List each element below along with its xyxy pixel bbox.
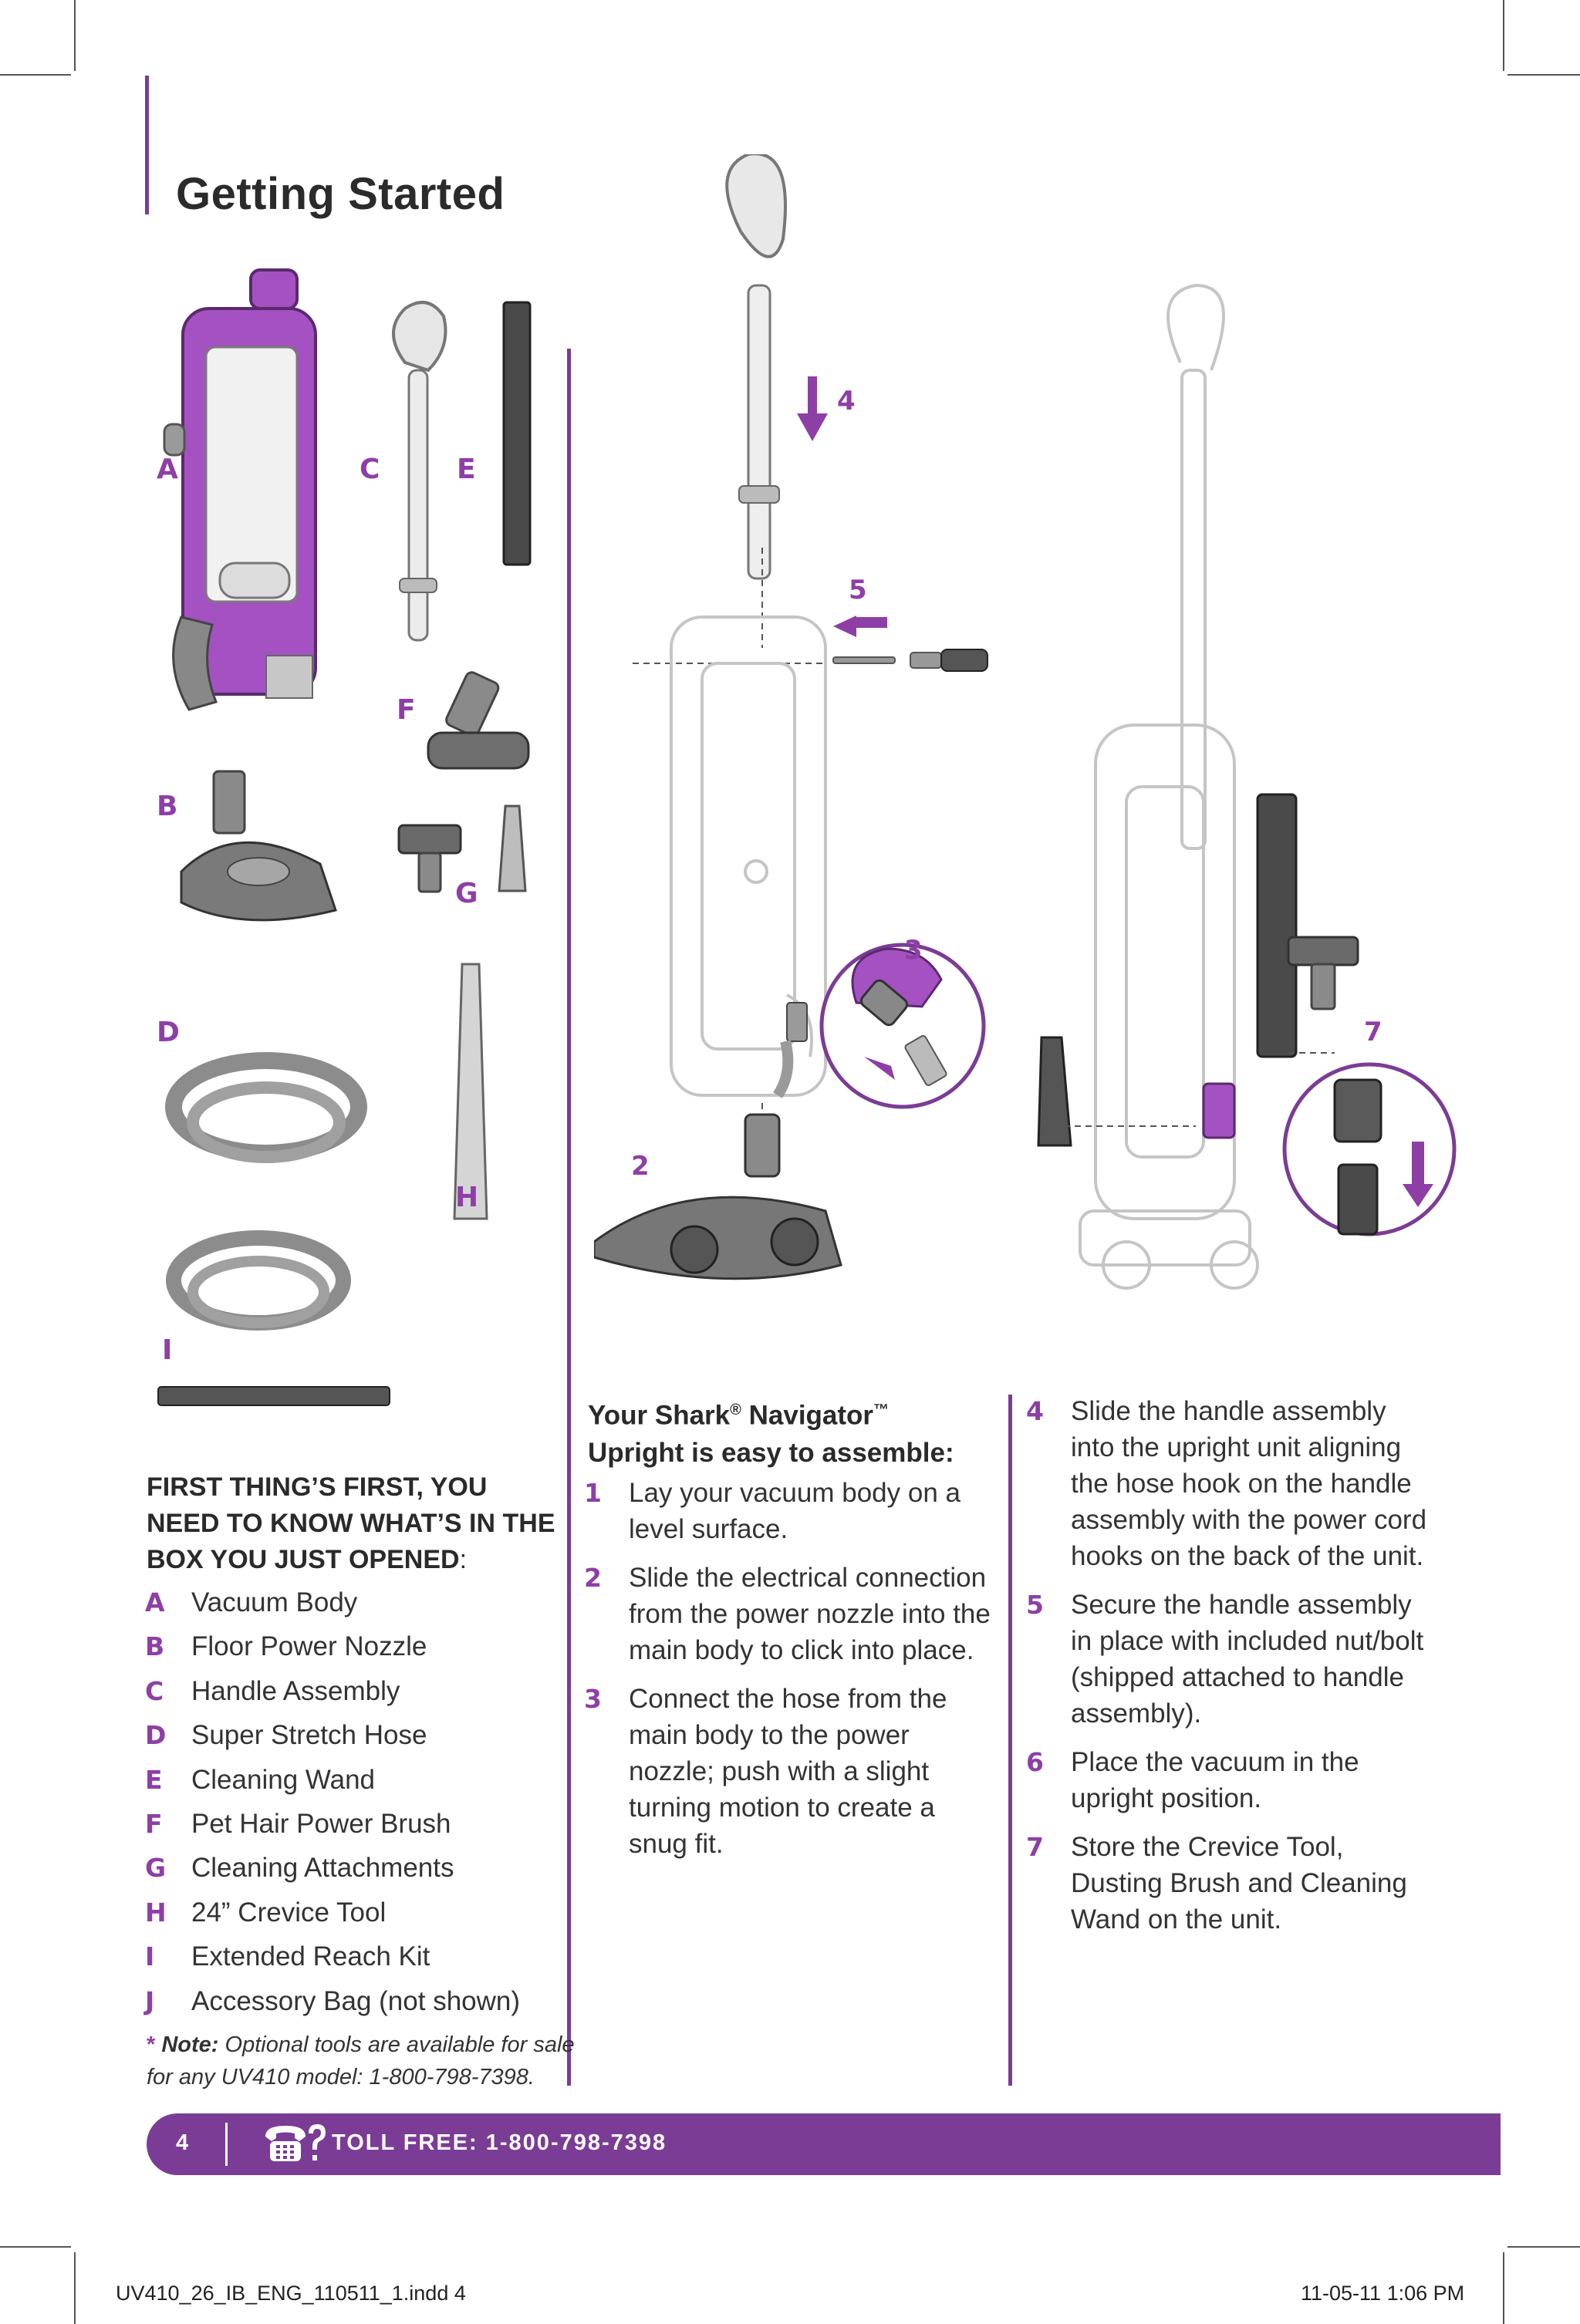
- arrow-left-icon: [833, 609, 887, 637]
- part-label-a: A: [157, 454, 178, 485]
- arrow-down-icon: [797, 376, 828, 441]
- crevice-tool-illustration: [1037, 1036, 1072, 1147]
- parts-illustration: [157, 268, 532, 1406]
- dusting-brush-illustration: [1287, 936, 1359, 1010]
- assembly-label-5: 5: [849, 575, 867, 605]
- part-label-c: C: [360, 454, 380, 485]
- upright-vacuum-outline: [1079, 283, 1259, 1290]
- cleaning-wand-illustration: [502, 301, 532, 566]
- column-divider: [567, 349, 571, 2086]
- phone-help-icon: [265, 2124, 326, 2161]
- part-label-b: B: [157, 791, 178, 822]
- crop-mark: [1507, 2246, 1580, 2248]
- assembly-label-7: 7: [1364, 1017, 1382, 1047]
- extended-reach-kit-illustration: [157, 1230, 390, 1406]
- assembly-label-2: 2: [631, 1151, 650, 1182]
- assembly-illustration: [594, 154, 1457, 1290]
- handle-assembly-illustration: [392, 301, 447, 642]
- box-contents-heading: FIRST THING’S FIRST, YOU NEED TO KNOW WH…: [147, 1472, 555, 1574]
- part-label-f: F: [397, 694, 416, 726]
- callout-step-3: [819, 943, 986, 1109]
- page-number: 4: [176, 2130, 189, 2155]
- toll-free-number: TOLL FREE: 1-800-798-7398: [332, 2130, 667, 2155]
- cleaning-attachments-illustration: [397, 804, 527, 893]
- crop-mark: [1503, 0, 1504, 71]
- super-stretch-hose-illustration: [165, 1052, 367, 1163]
- handle-assembly-illustration: [725, 154, 787, 580]
- crevice-tool-illustration: [453, 963, 488, 1220]
- file-slug: UV410_26_IB_ENG_110511_1.indd 4: [116, 2282, 466, 2305]
- vacuum-body-outline: [670, 616, 827, 1097]
- callout-step-7: [1282, 1062, 1457, 1236]
- assembly-label-4: 4: [837, 386, 856, 417]
- part-label-i: I: [162, 1334, 173, 1366]
- footer-divider: [225, 2123, 228, 2166]
- assembly-intro: Your Shark® Navigator™ Upright is easy t…: [588, 1400, 954, 1468]
- vacuum-body-illustration: [163, 268, 317, 711]
- hose-connector-illustration: [773, 1002, 808, 1098]
- part-label-h: H: [455, 1182, 479, 1213]
- part-label-d: D: [157, 1017, 180, 1048]
- footer-bar: [147, 2113, 1501, 2175]
- part-label-e: E: [457, 454, 476, 485]
- floor-nozzle-illustration: [594, 1113, 842, 1280]
- column-divider: [1008, 1395, 1012, 2086]
- crop-mark: [0, 2246, 71, 2248]
- crop-mark: [74, 0, 76, 71]
- crop-mark: [74, 2252, 76, 2324]
- crop-mark: [1507, 74, 1580, 76]
- optional-tools-note: * Note: Optional tools are available for…: [147, 2032, 575, 2090]
- part-label-g: G: [455, 878, 478, 909]
- title-accent-bar: [145, 76, 149, 214]
- assembly-label-3: 3: [904, 935, 923, 966]
- date-slug: 11-05-11 1:06 PM: [1301, 2282, 1465, 2305]
- floor-nozzle-illustration: [180, 770, 337, 922]
- pet-hair-brush-illustration: [427, 671, 530, 770]
- cleaning-wand-illustration: [1256, 793, 1298, 1058]
- crop-mark: [0, 74, 71, 76]
- page-title: Getting Started: [176, 169, 505, 219]
- crop-mark: [1503, 2252, 1504, 2324]
